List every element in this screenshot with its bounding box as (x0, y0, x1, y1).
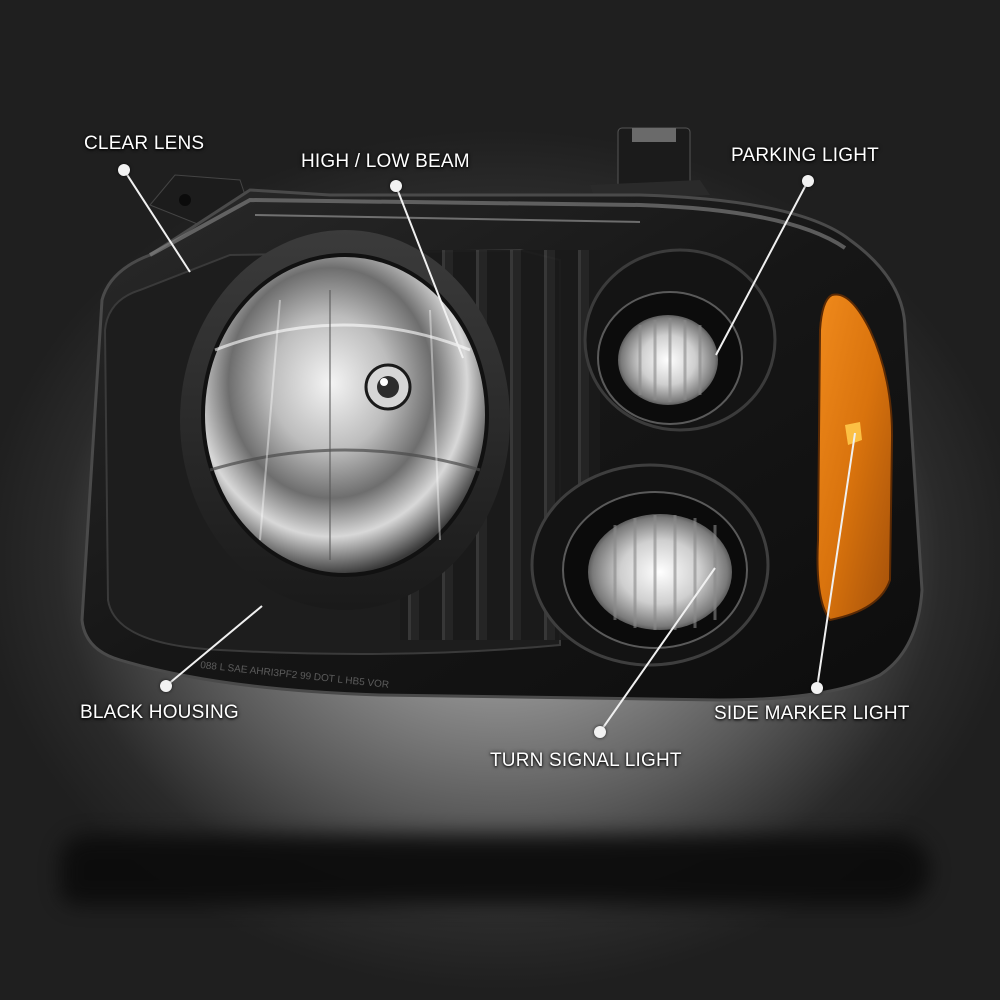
turn-signal-lens (588, 514, 732, 630)
side-marker-callout-dot (811, 682, 823, 694)
side-marker-light-label: SIDE MARKER LIGHT (714, 703, 910, 724)
black-housing-callout-dot (160, 680, 172, 692)
clear-lens-label: CLEAR LENS (84, 133, 205, 154)
black-housing-label: BLACK HOUSING (80, 702, 239, 723)
high-low-beam-reflector (201, 253, 489, 577)
high-low-beam-callout-dot (390, 180, 402, 192)
parking-light-callout-dot (802, 175, 814, 187)
floor-shadow (60, 835, 930, 905)
parking-light-label: PARKING LIGHT (731, 145, 879, 166)
clear-lens-callout-dot (118, 164, 130, 176)
turn-signal-callout-dot (594, 726, 606, 738)
parking-light-lens (618, 315, 718, 405)
high-low-beam-label: HIGH / LOW BEAM (301, 151, 470, 172)
side-marker-lens (816, 293, 894, 622)
callout-lines (123, 169, 856, 733)
turn-signal-light-label: TURN SIGNAL LIGHT (490, 750, 682, 771)
